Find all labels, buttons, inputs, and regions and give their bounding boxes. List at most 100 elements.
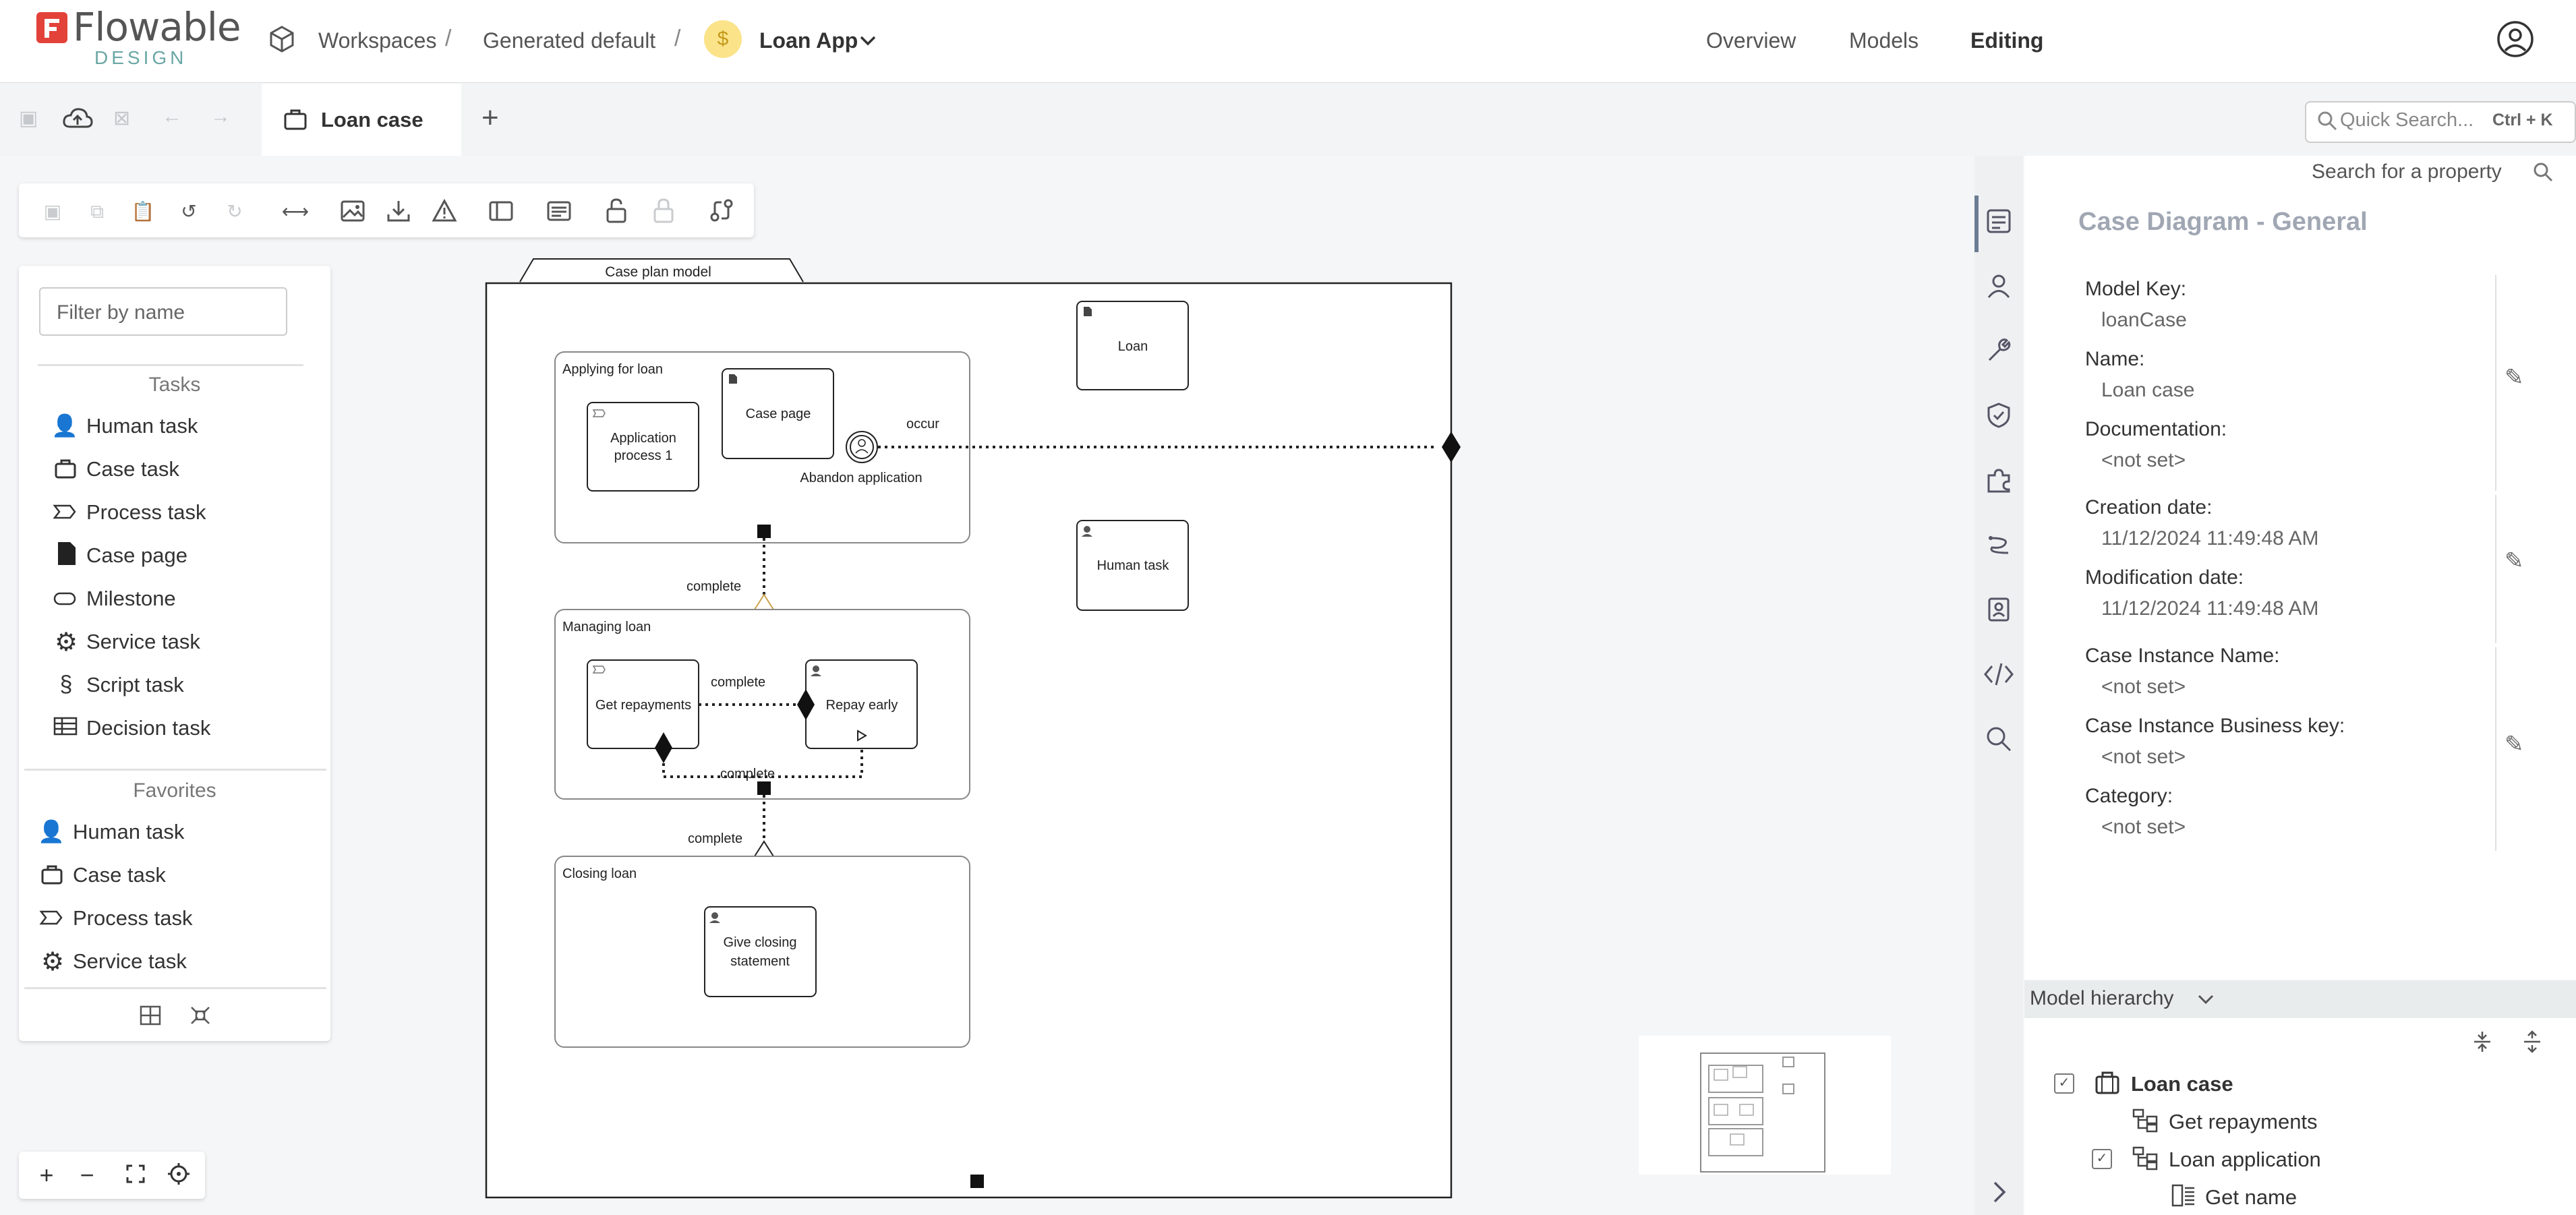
chevron-down-icon[interactable]	[2197, 992, 2215, 1006]
nav-overview[interactable]: Overview	[1706, 28, 1796, 53]
copy-icon[interactable]: ⧉	[90, 201, 104, 222]
hierarchy-item-loan-application[interactable]: Loan application	[2169, 1148, 2321, 1171]
prop-documentation-value[interactable]: <not set>	[2101, 449, 2186, 471]
collapse-all-icon[interactable]	[2522, 1030, 2542, 1053]
hierarchy-item-get-repayments[interactable]: Get repayments	[2169, 1110, 2318, 1133]
entry-sentry[interactable]	[655, 732, 672, 763]
puzzle-icon[interactable]	[1985, 467, 2012, 494]
edit-pencil-icon[interactable]: ✎	[2505, 548, 2524, 574]
minimap[interactable]	[1639, 1036, 1891, 1175]
tab-label[interactable]: Loan case	[321, 108, 423, 131]
favorite-process-task[interactable]: Process task	[73, 906, 193, 930]
task-human-task[interactable]	[1076, 520, 1189, 611]
palette-decision-task[interactable]: Decision task	[86, 716, 211, 740]
forward-icon[interactable]: →	[210, 105, 231, 127]
exit-criterion[interactable]	[757, 525, 771, 538]
zoom-out-icon[interactable]: −	[80, 1161, 94, 1189]
collapse-view-icon[interactable]	[189, 1005, 212, 1026]
model-hierarchy-header[interactable]	[2024, 980, 2576, 1018]
prop-case-instance-name-value[interactable]: <not set>	[2101, 676, 2186, 698]
close-tab-icon[interactable]: ⊠	[113, 107, 131, 129]
nav-models[interactable]: Models	[1849, 28, 1919, 53]
collapse-checkbox[interactable]: ✓	[2092, 1149, 2112, 1169]
palette-milestone[interactable]: Milestone	[86, 587, 176, 610]
palette-process-task[interactable]: Process task	[86, 500, 206, 524]
contact-card-icon[interactable]	[1985, 596, 2012, 623]
cloud-upload-icon[interactable]	[62, 107, 93, 131]
exit-sentry[interactable]	[1442, 432, 1461, 463]
breadcrumb-workspaces[interactable]: Workspaces	[318, 28, 437, 53]
save-icon[interactable]: ▣	[19, 107, 38, 129]
panel-toggle-icon[interactable]	[488, 198, 514, 224]
form-icon	[2171, 1184, 2194, 1207]
prop-name-value[interactable]: Loan case	[2101, 379, 2195, 401]
person-icon[interactable]	[1985, 272, 2012, 299]
nav-editing[interactable]: Editing	[1970, 28, 2044, 53]
tab-loan-case[interactable]	[262, 84, 461, 156]
property-search-label[interactable]: Search for a property	[2312, 160, 2502, 183]
hierarchy-item-get-name[interactable]: Get name	[2205, 1185, 2297, 1209]
hierarchy-item-loan-case[interactable]: Loan case	[2131, 1072, 2233, 1096]
palette-script-task[interactable]: Script task	[86, 673, 184, 697]
divider	[24, 769, 326, 771]
search-icon[interactable]	[1985, 725, 2012, 752]
back-icon[interactable]: ←	[162, 105, 182, 127]
fit-width-icon[interactable]: ⟷	[281, 201, 310, 222]
plan-model-exit-criterion[interactable]	[970, 1175, 984, 1188]
task-give-closing-statement[interactable]	[704, 906, 817, 997]
paste-icon[interactable]: 📋	[131, 201, 155, 222]
quick-search-input[interactable]	[2305, 101, 2576, 143]
lock-icon[interactable]	[651, 197, 676, 224]
center-icon[interactable]	[167, 1162, 190, 1185]
favorite-service-task[interactable]: Service task	[73, 949, 187, 973]
search-icon[interactable]	[2533, 162, 2553, 182]
filter-input[interactable]: Filter by name	[39, 287, 287, 336]
shield-icon[interactable]	[1985, 402, 2012, 429]
prop-category-value[interactable]: <not set>	[2101, 816, 2186, 838]
download-icon[interactable]	[386, 198, 411, 224]
code-icon[interactable]	[1983, 661, 2015, 688]
palette-case-page[interactable]: Case page	[86, 543, 187, 567]
chevron-down-icon[interactable]	[859, 34, 877, 47]
routing-icon[interactable]	[1985, 531, 2012, 558]
palette-human-task[interactable]: Human task	[86, 414, 198, 438]
exit-criterion[interactable]	[757, 781, 771, 795]
wrench-icon[interactable]	[1985, 337, 2012, 364]
form-icon[interactable]	[546, 198, 572, 224]
task-loan[interactable]	[1076, 301, 1189, 390]
redo-icon[interactable]: ↻	[227, 201, 243, 222]
gear-icon: ⚙	[54, 628, 78, 657]
palette-case-task[interactable]: Case task	[86, 457, 179, 481]
chevron-right-icon[interactable]	[1991, 1180, 2008, 1204]
case-diagram-canvas[interactable]: Case plan model Applying for loan Applic…	[465, 249, 1477, 1207]
app-name[interactable]: Loan App	[759, 28, 858, 53]
connector-icon[interactable]	[708, 197, 735, 224]
user-avatar-icon[interactable]	[2496, 20, 2534, 58]
unlock-icon[interactable]	[604, 197, 628, 224]
grid-view-icon[interactable]	[139, 1005, 162, 1026]
entry-sentry[interactable]	[797, 689, 815, 720]
model-hierarchy-title[interactable]: Model hierarchy	[2030, 987, 2174, 1009]
fullscreen-icon[interactable]	[125, 1164, 146, 1184]
save-model-icon[interactable]: ▣	[43, 201, 62, 222]
palette-service-task[interactable]: Service task	[86, 630, 200, 653]
general-properties-icon[interactable]	[1985, 208, 2012, 235]
edit-pencil-icon[interactable]: ✎	[2505, 365, 2524, 390]
warning-icon[interactable]	[432, 198, 457, 224]
undo-icon[interactable]: ↺	[181, 201, 197, 222]
association-complete[interactable]	[662, 748, 863, 778]
edit-pencil-icon[interactable]: ✎	[2505, 732, 2524, 757]
person-icon: 👤	[51, 413, 78, 438]
image-icon[interactable]	[340, 198, 365, 224]
prop-business-key-value[interactable]: <not set>	[2101, 746, 2186, 768]
task-case-page[interactable]	[722, 368, 834, 459]
add-tab-button[interactable]: +	[481, 101, 499, 134]
task-application-process-1[interactable]	[587, 402, 699, 492]
favorite-case-task[interactable]: Case task	[73, 863, 166, 887]
zoom-in-icon[interactable]: +	[39, 1161, 54, 1189]
plan-model-tab[interactable]	[519, 258, 804, 283]
breadcrumb-generated-default[interactable]: Generated default	[483, 28, 656, 53]
favorite-human-task[interactable]: Human task	[73, 820, 185, 843]
expand-all-icon[interactable]	[2472, 1030, 2492, 1053]
collapse-checkbox[interactable]: ✓	[2054, 1073, 2074, 1094]
